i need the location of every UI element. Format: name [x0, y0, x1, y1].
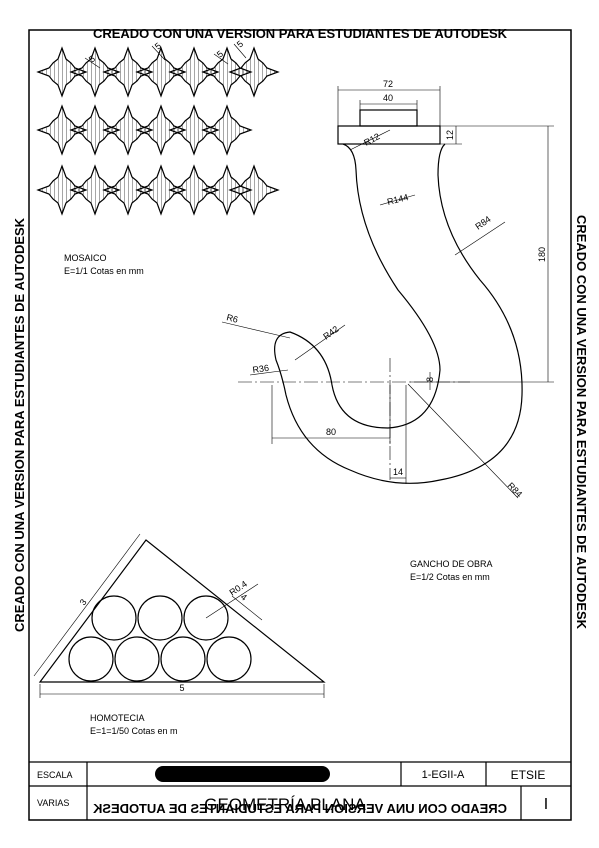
- hook-dim-r42: R42: [321, 324, 340, 342]
- homotecia-dim-base: 5: [179, 683, 184, 693]
- hook-dim-r84-lower: R84: [506, 480, 525, 499]
- homotecia-scale: E=1=1/50 Cotas en m: [90, 726, 178, 736]
- homotecia-drawing: [38, 539, 326, 683]
- hook-dimensions: [221, 86, 554, 499]
- hook-dim-r84-upper: R84: [473, 214, 492, 232]
- homotecia-label: HOMOTECIA: [90, 713, 145, 723]
- hook-dim-height: 180: [537, 247, 547, 262]
- mosaic-dimensions: [84, 43, 247, 69]
- homotecia-dim-side-right: 4: [239, 592, 249, 603]
- hook-dim-r36: R36: [252, 363, 270, 375]
- sheet-border: [28, 29, 572, 821]
- varias-label: VARIAS: [37, 798, 69, 808]
- hook-dim-r6: R6: [226, 312, 240, 324]
- sheet-number: I: [544, 796, 548, 813]
- hook-drawing: [274, 109, 523, 484]
- drawing-title: GEOMETRÍA PLANA: [204, 795, 366, 814]
- watermark-top: CREADO CON UNA VERSION PARA ESTUDIANTES …: [93, 26, 508, 41]
- watermark-right: CREADO CON UNA VERSION PARA ESTUDIANTES …: [574, 215, 589, 630]
- hook-dim-r144: R144: [386, 192, 409, 207]
- hook-dim-width14: 14: [393, 467, 403, 477]
- mosaic-scale: E=1/1 Cotas en mm: [64, 266, 144, 276]
- homotecia-dim-side-left: 3: [78, 597, 89, 607]
- school-name: ETSIE: [511, 768, 546, 782]
- escala-label: ESCALA: [37, 770, 73, 780]
- watermark-left: CREADO CON UNA VERSION PARA ESTUDIANTES …: [12, 217, 27, 632]
- mosaic-dim-4: 5: [235, 39, 245, 50]
- mosaic-label: MOSAICO: [64, 253, 107, 263]
- mosaic-dim-1: 5: [87, 54, 97, 65]
- watermark-bottom-mirrored: CREADO CON UNA VERSION PARA ESTUDIANTES …: [92, 801, 507, 816]
- hook-scale: E=1/2 Cotas en mm: [410, 572, 490, 582]
- hook-dim-top-inner: 40: [383, 93, 393, 103]
- redacted-name-bar: [155, 766, 330, 782]
- hook-label: GANCHO DE OBRA: [410, 559, 493, 569]
- hook-dim-offset: 8: [425, 377, 435, 382]
- mosaic-dim-2: 5: [153, 41, 163, 52]
- hook-dim-r12: R12: [362, 131, 381, 148]
- mosaic-dim-3: 5: [215, 49, 225, 60]
- mosaic-pattern: [37, 47, 279, 215]
- title-block: [29, 761, 571, 820]
- hook-dim-flange: 12: [445, 130, 455, 140]
- hook-dim-width80: 80: [326, 427, 336, 437]
- hook-dim-top-width: 72: [383, 79, 393, 89]
- drawing-code: 1-EGII-A: [422, 769, 465, 781]
- homotecia-dimensions: [33, 533, 325, 698]
